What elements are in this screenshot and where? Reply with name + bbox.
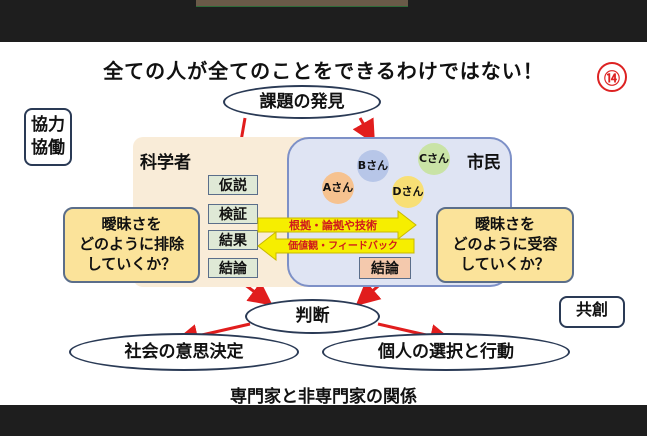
cooperation-label: 協力 協働	[24, 108, 72, 166]
exclude-line3: していくか？	[86, 255, 177, 273]
co-creation-label: 共創	[559, 296, 625, 328]
shared-slide: 全ての人が全てのことをできるわけではない！ ⑭ 協力 協働 共創 科学者 市民 …	[0, 42, 647, 405]
arrow-feedback-left	[257, 230, 415, 262]
cooperation-label-line1: 協力	[31, 115, 65, 135]
cooperation-label-line2: 協働	[31, 138, 65, 158]
citizen-conclusion: 結論	[359, 257, 411, 279]
person-d-label: Dさん	[392, 185, 424, 198]
person-c-label: Cさん	[418, 152, 450, 165]
person-b-avatar: Bさん	[357, 150, 389, 182]
slide-title: 全ての人が全てのことをできるわけではない！	[103, 59, 544, 83]
citizens-label: 市民	[467, 153, 501, 173]
accept-line2: どのように受容	[452, 235, 558, 253]
step-conclusion: 結論	[208, 258, 258, 278]
person-a-avatar: Aさん	[322, 172, 354, 204]
arrow-discovery-to-citizens	[352, 117, 375, 145]
page-number-badge: ⑭	[597, 62, 627, 92]
person-a-label: Aさん	[322, 181, 354, 194]
slide-footer-caption: 専門家と非専門家の関係	[230, 387, 417, 405]
video-top-bar	[0, 0, 647, 42]
accept-ambiguity-box: 曖昧さを どのように受容 していくか？	[436, 207, 574, 283]
step-hypothesis: 仮説	[208, 175, 258, 195]
participant-video-thumbnail[interactable]	[196, 0, 408, 7]
person-d-avatar: Dさん	[392, 176, 424, 208]
feedback-arrow-text: 価値観・フィードバック	[288, 241, 398, 252]
person-c-avatar: Cさん	[418, 143, 450, 175]
problem-discovery-oval: 課題の発見	[223, 85, 381, 119]
exclude-line2: どのように排除	[78, 235, 184, 253]
scientists-label: 科学者	[140, 153, 191, 173]
social-decision-oval: 社会の意思決定	[69, 333, 299, 371]
step-verification: 検証	[208, 204, 258, 224]
arrow-evidence-right	[257, 209, 417, 241]
accept-line3: していくか？	[460, 255, 550, 273]
judgment-oval: 判断	[245, 299, 380, 334]
video-bottom-bar	[0, 405, 647, 436]
exchange-arrows	[257, 209, 417, 262]
exclude-ambiguity-box: 曖昧さを どのように排除 していくか？	[63, 207, 200, 283]
accept-line1: 曖昧さを	[474, 215, 535, 233]
step-result: 結果	[208, 230, 258, 250]
exclude-line1: 曖昧さを	[101, 215, 162, 233]
person-b-label: Bさん	[357, 159, 389, 172]
personal-action-oval: 個人の選択と行動	[322, 333, 570, 371]
evidence-arrow-text: 根拠・論拠や技術	[289, 219, 377, 232]
